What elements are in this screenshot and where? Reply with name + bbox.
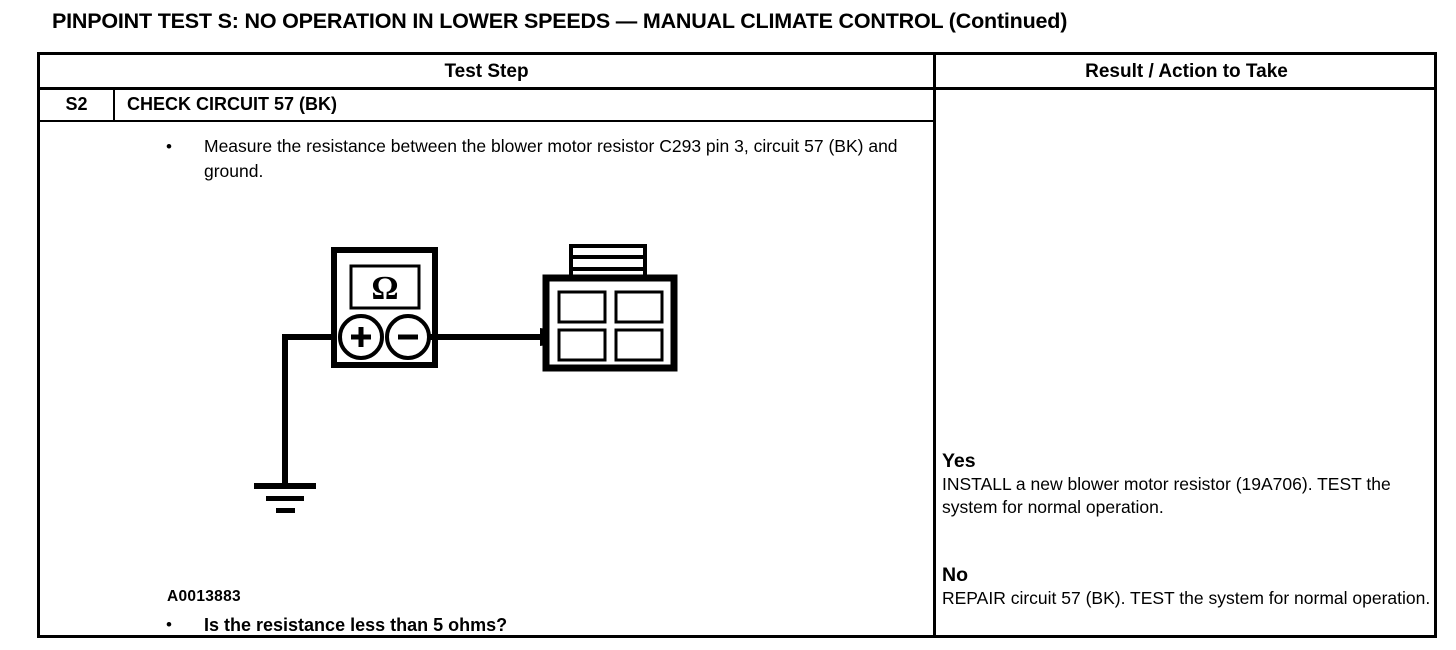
pinpoint-test-table: Test Step Result / Action to Take S2 CHE… <box>37 52 1437 638</box>
result-text-yes: INSTALL a new blower motor resistor (19A… <box>942 474 1391 517</box>
connector-c293-icon <box>542 244 678 372</box>
result-label-yes: Yes <box>942 450 976 472</box>
ohm-symbol: Ω <box>371 270 398 307</box>
column-header-result-action: Result / Action to Take <box>1085 61 1288 82</box>
bullet-icon: • <box>166 137 172 156</box>
result-text-no: REPAIR circuit 57 (BK). TEST the system … <box>942 588 1431 609</box>
connector-cavity-1 <box>557 290 607 324</box>
meter-terminal-positive <box>338 314 384 360</box>
result-branch-no: No REPAIR circuit 57 (BK). TEST the syst… <box>942 564 1432 610</box>
diagram-svg: Ω <box>254 244 678 513</box>
column-header-test-step: Test Step <box>444 61 529 82</box>
bullet-icon: • <box>166 615 172 634</box>
step-id-label: S2 <box>40 90 115 120</box>
meter-terminal-negative <box>385 314 431 360</box>
page-title: PINPOINT TEST S: NO OPERATION IN LOWER S… <box>52 9 1068 33</box>
step-header-row: S2 CHECK CIRCUIT 57 (BK) <box>40 90 933 122</box>
step-title-label: CHECK CIRCUIT 57 (BK) <box>127 94 338 114</box>
result-label-no: No <box>942 564 968 586</box>
connector-cavity-2 <box>614 290 664 324</box>
question-text: Is the resistance less than 5 ohms? <box>204 615 508 635</box>
result-branch-yes: Yes INSTALL a new blower motor resistor … <box>942 450 1432 518</box>
meter-display-window <box>349 264 421 310</box>
result-action-cell: Yes INSTALL a new blower motor resistor … <box>936 90 1437 635</box>
connector-cavity-3 <box>557 328 607 362</box>
ground-symbol-icon <box>254 483 316 513</box>
column-divider <box>933 55 936 635</box>
connector-cavity-4 <box>614 328 664 362</box>
figure-id-label: A0013883 <box>167 588 241 605</box>
instruction-text: Measure the resistance between the blowe… <box>204 136 898 182</box>
table-header-row: Test Step Result / Action to Take <box>40 55 1434 90</box>
wiring-test-diagram: Ω <box>40 240 933 610</box>
test-step-cell: S2 CHECK CIRCUIT 57 (BK) • Measure the r… <box>40 90 933 635</box>
